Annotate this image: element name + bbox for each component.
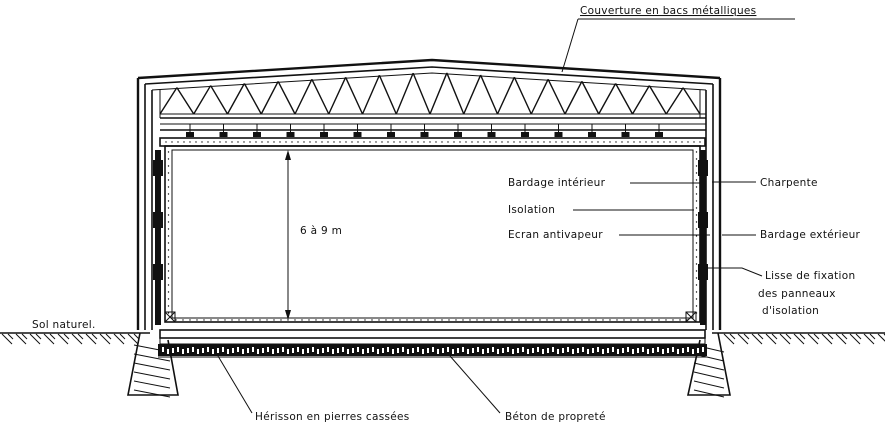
- label-sol-naturel: Sol naturel.: [32, 319, 96, 331]
- foundation-footing-left: [127, 332, 179, 398]
- label-lisse-line3: d'isolation: [762, 305, 819, 317]
- leader-lines: [217, 18, 795, 414]
- label-ecran-antivapeur: Ecran antivapeur: [508, 229, 603, 241]
- label-herisson: Hérisson en pierres cassées: [255, 411, 410, 423]
- corner-fixing-right: [685, 311, 697, 323]
- inner-lining-box: [164, 145, 701, 323]
- purlin-band: [160, 123, 706, 137]
- outer-wall-right: [705, 78, 722, 330]
- ground-hatch-left: [1, 333, 140, 345]
- purlin-hangers: [186, 124, 663, 137]
- floor-slab: [158, 329, 707, 358]
- foundation-footing-right: [687, 332, 731, 398]
- label-beton: Béton de propreté: [505, 411, 606, 423]
- height-label: 6 à 9 m: [300, 225, 342, 237]
- ground-hatch-right: [723, 333, 885, 345]
- ground-surface: [0, 332, 885, 345]
- wall-post-left: [153, 150, 163, 325]
- label-bardage-interieur: Bardage intérieur: [508, 177, 606, 189]
- roof-truss: [159, 72, 706, 119]
- roof-cover: [137, 58, 721, 91]
- outer-wall-left: [136, 78, 153, 330]
- wall-post-right: [698, 150, 708, 325]
- label-charpente: Charpente: [760, 177, 818, 189]
- corner-fixing-left: [164, 311, 176, 323]
- label-couverture: Couverture en bacs métalliques: [580, 5, 756, 17]
- truss-web: [159, 72, 701, 115]
- label-lisse-line1: Lisse de fixation: [765, 270, 855, 282]
- herisson-stones: [162, 347, 704, 354]
- ceiling-lining: [159, 137, 706, 147]
- height-dimension: 6 à 9 m: [285, 150, 342, 320]
- label-bardage-exterieur: Bardage extérieur: [760, 229, 861, 241]
- label-lisse-line2: des panneaux: [758, 288, 836, 300]
- label-isolation: Isolation: [508, 204, 555, 216]
